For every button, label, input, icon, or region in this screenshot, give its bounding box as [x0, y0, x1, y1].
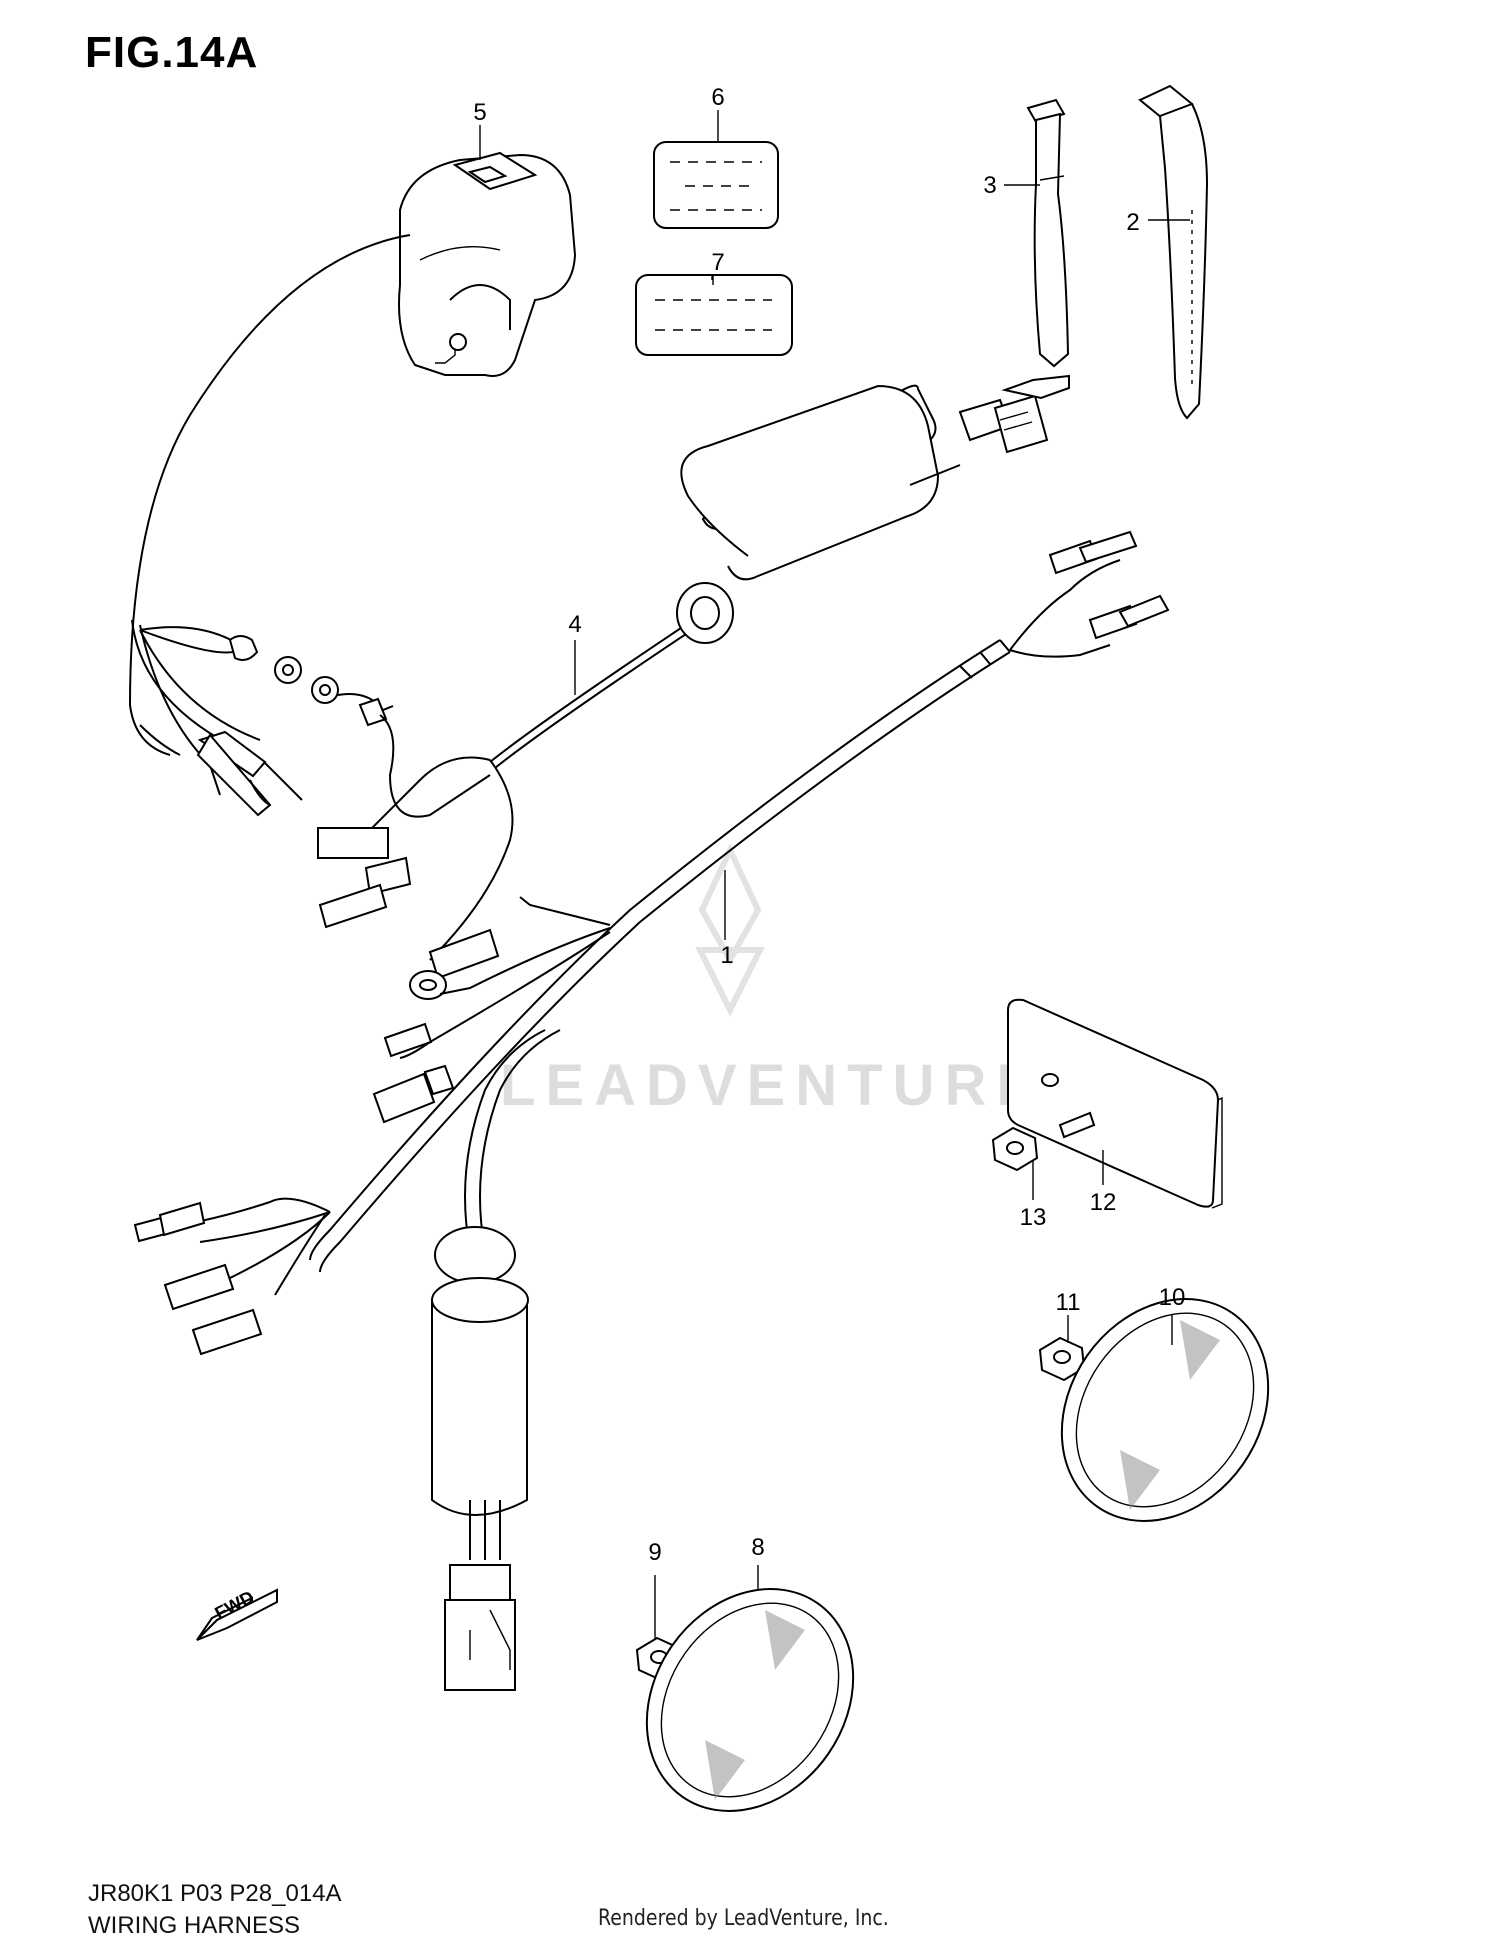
- callout-7: 7: [711, 249, 724, 276]
- callout-11: 11: [1056, 1289, 1081, 1316]
- fwd-arrow-icon: FWD: [196, 1587, 278, 1641]
- callout-2: 2: [1126, 209, 1139, 236]
- callout-8: 8: [751, 1534, 764, 1561]
- part-7-label: [635, 274, 793, 356]
- callouts: 1 2 3 4 5 6 7 8 9 10 11 12 13: [473, 84, 1185, 1566]
- part-1-main-harness: [133, 530, 1170, 1691]
- part-10-reflector: [1060, 1298, 1270, 1522]
- part-12-reflector: [1007, 998, 1223, 1209]
- callout-5: 5: [473, 99, 486, 126]
- callout-10: 10: [1159, 1284, 1186, 1311]
- callout-12: 12: [1090, 1189, 1117, 1216]
- part-4-harness: [128, 234, 1070, 980]
- callout-1: 1: [720, 942, 733, 969]
- figure-title: FIG.14A: [85, 28, 259, 77]
- part-13-nut: [991, 1126, 1039, 1172]
- part-8-reflector: [645, 1588, 855, 1812]
- rendered-by-credit: Rendered by LeadVenture, Inc.: [598, 1906, 889, 1931]
- part-2-cable-tie: [1138, 84, 1209, 420]
- callout-9: 9: [648, 1539, 661, 1566]
- part-6-label: [653, 141, 779, 229]
- model-code: JR80K1 P03 P28_014A: [88, 1880, 342, 1907]
- callout-4: 4: [568, 611, 581, 638]
- callout-leaders: [479, 110, 1190, 1640]
- watermark-text: LEADVENTURE: [500, 1053, 1045, 1118]
- callout-6: 6: [711, 84, 724, 111]
- part-3-cable-tie: [1026, 98, 1070, 368]
- watermark: LEADVENTURE: [500, 842, 1045, 1118]
- callout-3: 3: [983, 172, 996, 199]
- part-5-switch: [398, 151, 577, 377]
- section-name: WIRING HARNESS: [88, 1912, 301, 1939]
- callout-13: 13: [1020, 1204, 1047, 1231]
